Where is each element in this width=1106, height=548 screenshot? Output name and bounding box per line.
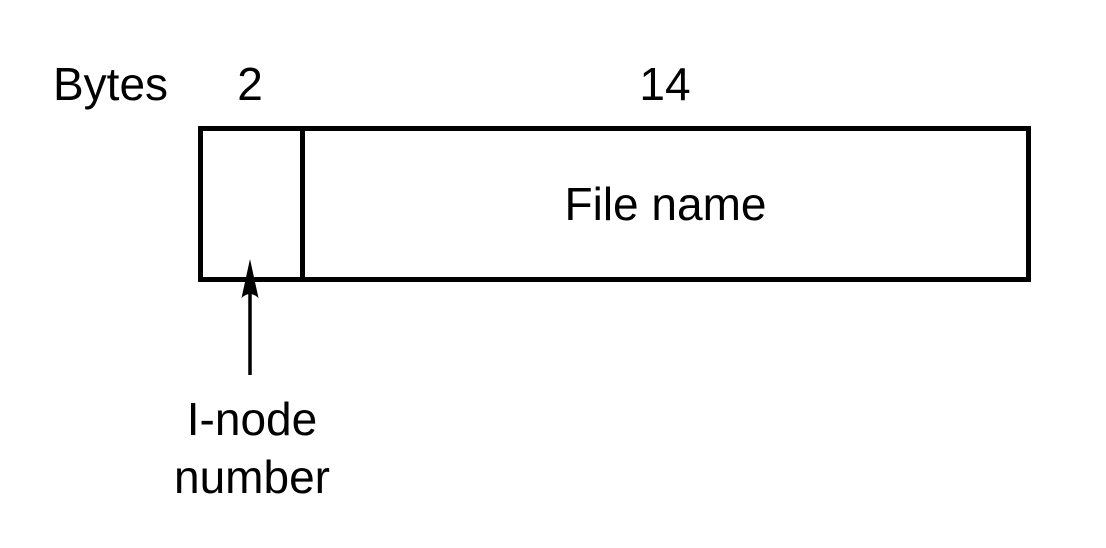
inode-size-label: 2	[237, 58, 263, 110]
up-arrow-icon	[241, 259, 259, 375]
filename-size-label: 14	[639, 58, 691, 110]
field-divider-line	[300, 131, 305, 277]
bytes-unit-label: Bytes	[53, 58, 169, 110]
inode-callout-line2: number	[174, 451, 330, 503]
filename-field-label: File name	[564, 178, 767, 230]
filename-field-cell: File name	[305, 131, 1026, 277]
inode-callout-line1: I-node	[186, 393, 318, 445]
inode-callout: I-node number	[174, 390, 330, 506]
directory-entry-box: File name	[198, 126, 1031, 282]
